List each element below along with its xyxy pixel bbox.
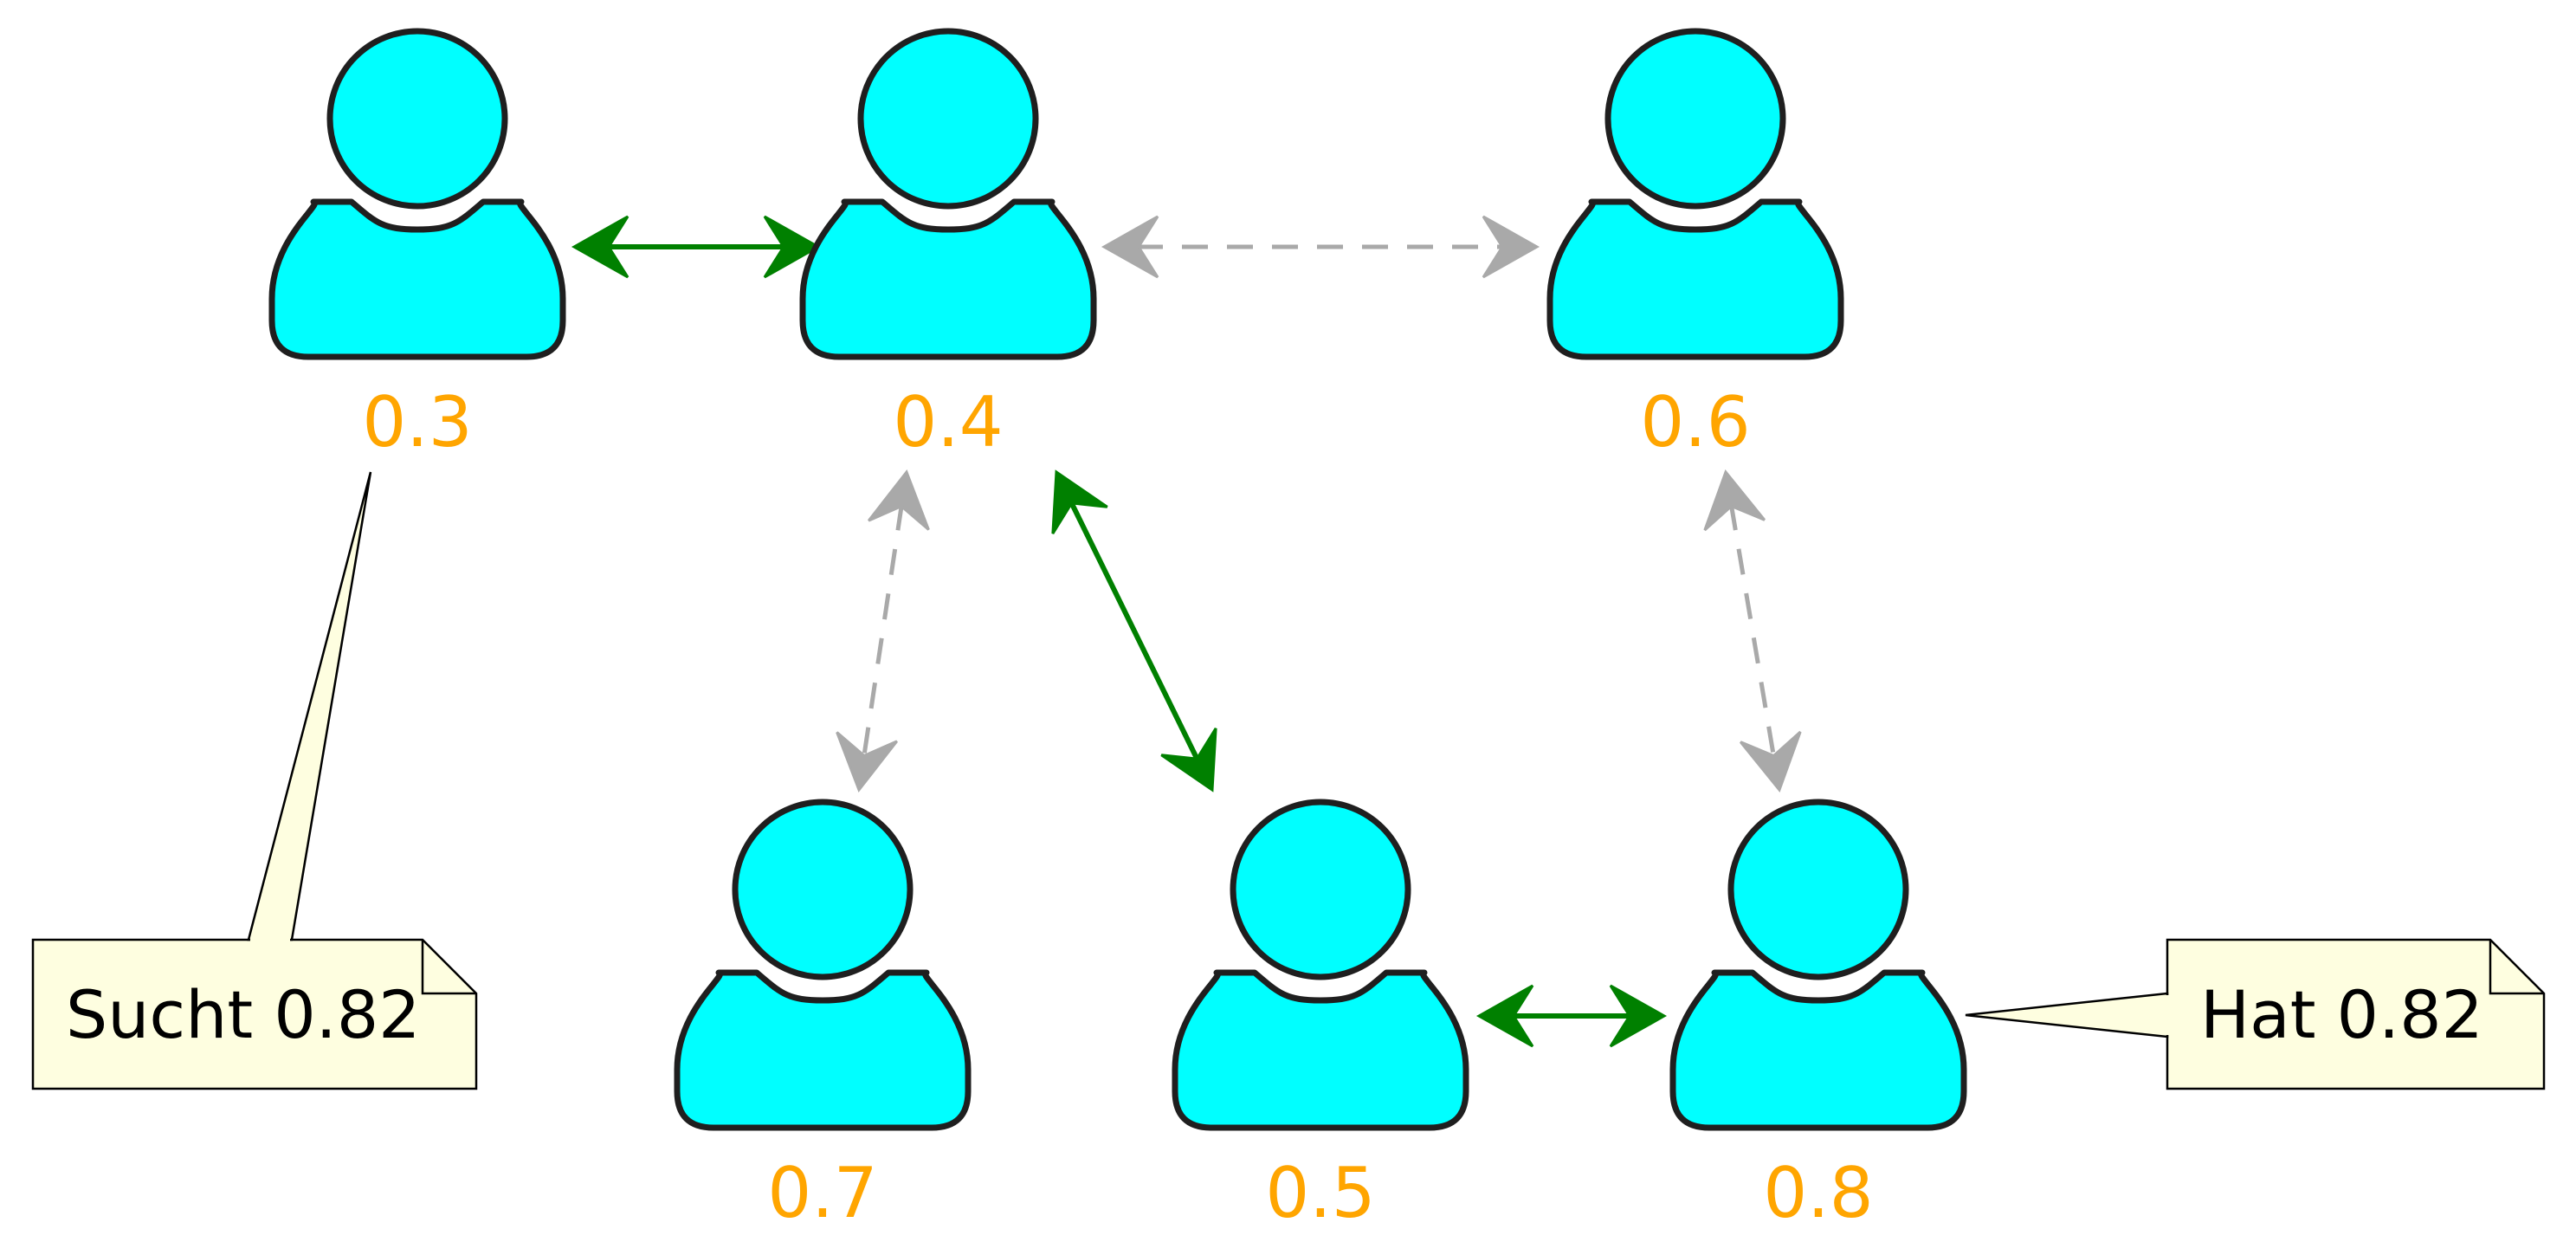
arrowhead-icon [1101, 215, 1159, 279]
person-head [732, 799, 914, 980]
person-body [1172, 969, 1469, 1131]
person-head [1727, 799, 1909, 980]
node-label: 0.7 [767, 1153, 877, 1233]
note-text: Hat 0.82 [2200, 976, 2483, 1053]
node-n1: 0.3 [268, 28, 566, 463]
note-box [31, 938, 478, 1090]
person-body [674, 969, 972, 1131]
note-pointer [247, 471, 372, 941]
note-fold [421, 940, 476, 995]
person-head [857, 28, 1039, 210]
note-2: Hat 0.82 [1965, 938, 2546, 1090]
arrowhead-icon [1703, 469, 1766, 532]
node-label: 0.5 [1265, 1153, 1375, 1233]
node-n2: 0.4 [799, 28, 1097, 463]
edge-n5-n6 [1475, 984, 1668, 1048]
person-body [268, 198, 566, 360]
node-n5: 0.5 [1172, 799, 1469, 1233]
edge-line [1068, 500, 1200, 762]
person-icon [1172, 799, 1469, 1131]
person-icon [268, 28, 566, 360]
node-n4: 0.7 [674, 799, 972, 1233]
note-pointer [1965, 992, 2169, 1038]
notes-layer: Sucht 0.82 Hat 0.82 [31, 471, 2546, 1090]
note-fold [2489, 940, 2544, 995]
edges-layer [571, 215, 1802, 1048]
note-box [2166, 938, 2546, 1090]
node-label: 0.3 [362, 382, 472, 463]
note-text: Sucht 0.82 [66, 976, 421, 1053]
arrowhead-icon [1051, 469, 1108, 534]
person-head [1604, 28, 1786, 210]
node-n3: 0.6 [1546, 28, 1844, 463]
nodes-layer: 0.3 0.4 0.6 0.7 0.5 0.8 [268, 28, 1967, 1233]
person-head [326, 28, 508, 210]
node-n6: 0.8 [1669, 799, 1967, 1233]
person-icon [1669, 799, 1967, 1131]
edge-n2-n4 [836, 469, 930, 793]
arrowhead-icon [1739, 730, 1802, 793]
arrowhead-icon [836, 731, 898, 793]
edge-n2-n3 [1101, 215, 1540, 279]
note-1: Sucht 0.82 [31, 471, 478, 1090]
arrowhead-icon [868, 469, 930, 531]
person-body [1546, 198, 1844, 360]
edge-line [1728, 504, 1777, 758]
edge-n1-n2 [571, 215, 822, 279]
arrowhead-icon [1609, 984, 1668, 1048]
edge-line [862, 504, 904, 758]
arrowhead-icon [763, 215, 822, 279]
person-icon [1546, 28, 1844, 360]
node-label: 0.4 [893, 382, 1003, 463]
person-icon [674, 799, 972, 1131]
arrowhead-icon [1475, 984, 1534, 1048]
person-head [1230, 799, 1411, 980]
person-icon [799, 28, 1097, 360]
arrowhead-icon [1160, 728, 1217, 792]
person-body [1669, 969, 1967, 1131]
node-label: 0.6 [1640, 382, 1750, 463]
edge-n3-n6 [1703, 469, 1802, 793]
node-label: 0.8 [1763, 1153, 1873, 1233]
arrowhead-icon [1482, 215, 1540, 279]
edge-n2-n5 [1051, 469, 1217, 792]
person-body [799, 198, 1097, 360]
arrowhead-icon [571, 215, 629, 279]
